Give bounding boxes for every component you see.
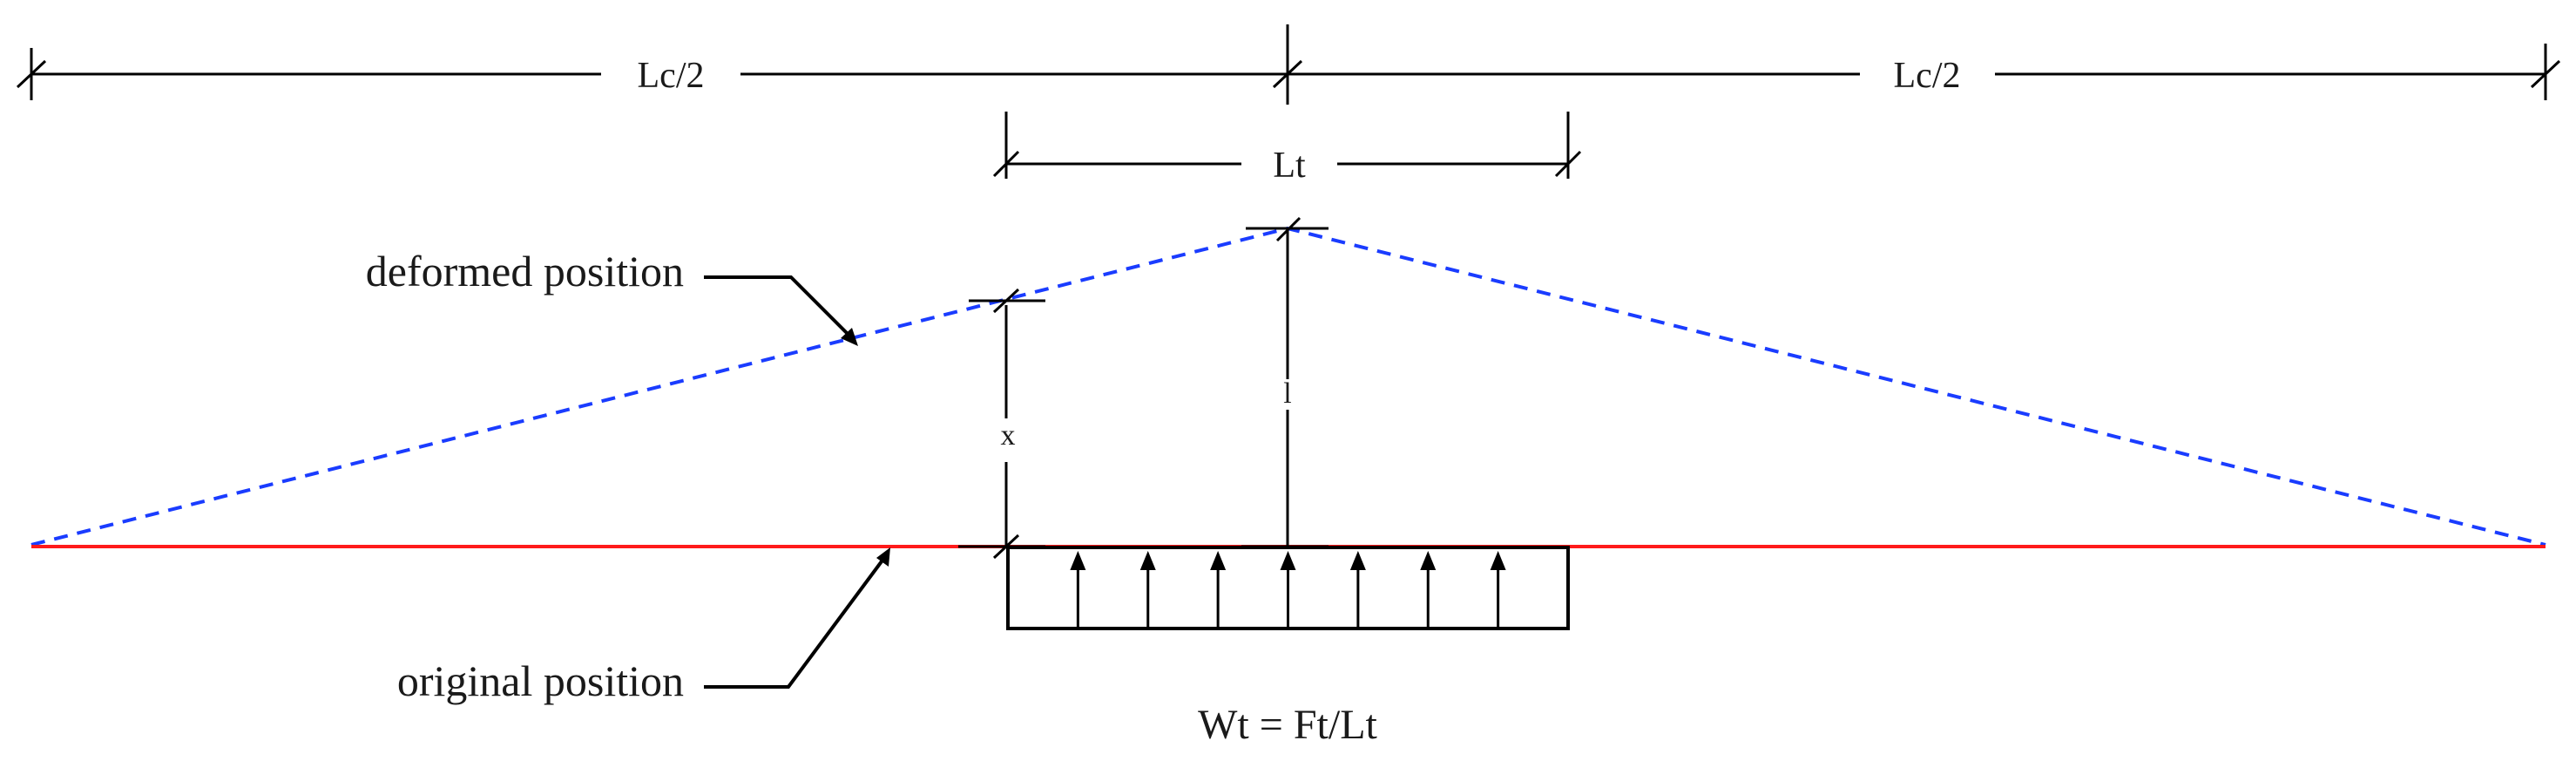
half-span-left-label: Lc/2 [638,56,705,96]
load-arrow-head [1210,551,1227,570]
load-arrows [1070,551,1506,629]
load-equation-label: Wt = Ft/Lt [1198,702,1377,748]
half-span-right-label: Lc/2 [1894,56,1961,96]
tributary-dimension-line [992,112,1582,179]
load-arrow-head [1070,551,1086,570]
deformed-position-leader [704,275,858,346]
max-deflection-label: l [1283,377,1291,410]
load-arrow-head [1420,551,1437,570]
load-arrow-head [1349,551,1366,570]
tributary-length-label: Lt [1273,146,1306,186]
x-deflection-label: x [1001,419,1016,452]
load-arrow-head [1139,551,1156,570]
load-arrow-head [1490,551,1506,570]
top-dimension-line [16,24,2561,105]
load-arrow-head [1280,551,1296,570]
original-position-label: original position [397,656,684,705]
deformed-position-label: deformed position [366,247,684,296]
original-position-leader [704,547,890,689]
